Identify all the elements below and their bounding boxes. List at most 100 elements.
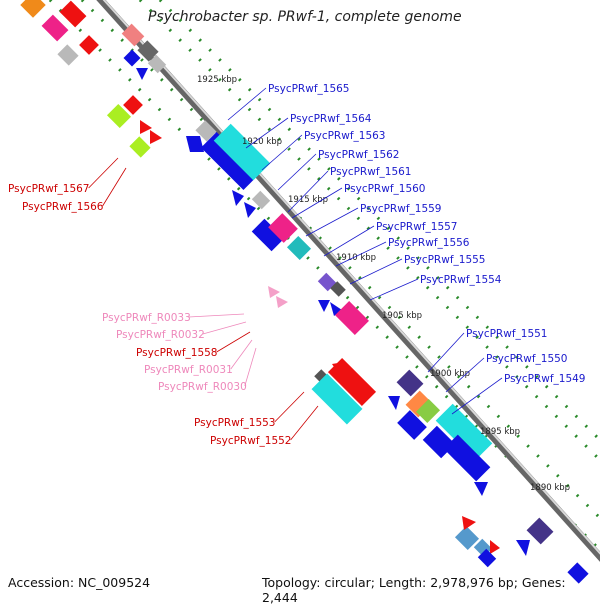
gene-label-forward[interactable]: PsycPRwf_1560 xyxy=(344,183,426,195)
gene[interactable] xyxy=(397,410,427,440)
gene-label-forward[interactable]: PsycPRwf_1549 xyxy=(504,373,586,385)
callout-line xyxy=(369,278,419,301)
gene[interactable] xyxy=(140,120,152,134)
gene-label-forward[interactable]: PsycPRwf_1557 xyxy=(376,221,458,233)
gene[interactable] xyxy=(526,517,554,545)
gene[interactable] xyxy=(415,398,441,424)
gene[interactable] xyxy=(567,562,589,584)
gene[interactable] xyxy=(474,482,488,496)
guide-track-2 xyxy=(79,0,600,521)
kbp-tick-label: 1895 kbp xyxy=(480,427,520,437)
gene[interactable] xyxy=(150,130,162,144)
gene-label-reverse[interactable]: PsycPRwf_1567 xyxy=(8,183,90,195)
gene[interactable] xyxy=(41,14,69,42)
topology-summary: Topology: circular; Length: 2,978,976 bp… xyxy=(262,575,566,605)
gene[interactable] xyxy=(251,218,285,252)
callout-line xyxy=(274,391,305,423)
gene-label-reverse[interactable]: PsycPRwf_1558 xyxy=(136,347,218,359)
gene-label-forward[interactable]: PsycPRwf_1555 xyxy=(404,254,486,266)
gene[interactable] xyxy=(137,40,159,62)
gene[interactable] xyxy=(454,525,480,551)
gene[interactable] xyxy=(244,202,256,218)
gene[interactable] xyxy=(213,123,271,181)
gene[interactable] xyxy=(327,357,377,407)
gene[interactable] xyxy=(251,190,271,210)
gene[interactable] xyxy=(516,540,530,556)
callout-line xyxy=(227,87,267,121)
gene-label-reverse[interactable]: PsycPRwf_R0030 xyxy=(158,381,247,393)
gene[interactable] xyxy=(388,396,400,410)
gene-label-forward[interactable]: PsycPRwf_1559 xyxy=(360,203,442,215)
gene[interactable] xyxy=(20,0,46,18)
gene[interactable] xyxy=(490,540,500,554)
gene-label-forward[interactable]: PsycPRwf_1561 xyxy=(330,166,412,178)
gene[interactable] xyxy=(462,516,476,530)
gene[interactable] xyxy=(232,190,244,206)
gene[interactable] xyxy=(106,103,132,129)
gene-label-forward[interactable]: PsycPRwf_1564 xyxy=(290,113,372,125)
backbone-highlight xyxy=(102,0,600,555)
guide-track-3 xyxy=(137,0,600,463)
gene-label-reverse[interactable]: PsycPRwf_1553 xyxy=(194,417,276,429)
gene-label-forward[interactable]: PsycPRwf_1550 xyxy=(486,353,568,365)
gene[interactable] xyxy=(136,68,148,80)
callout-line xyxy=(451,377,503,415)
gene[interactable] xyxy=(317,272,337,292)
gene-label-forward[interactable]: PsycPRwf_1565 xyxy=(268,83,350,95)
gene[interactable] xyxy=(57,44,79,66)
gene[interactable] xyxy=(311,373,363,425)
gene[interactable] xyxy=(268,213,298,243)
callout-line xyxy=(305,207,359,237)
gene[interactable] xyxy=(79,35,99,55)
rna-gene[interactable] xyxy=(276,296,288,308)
gene[interactable] xyxy=(121,23,145,47)
callout-line xyxy=(427,332,465,373)
callout-line xyxy=(102,167,127,207)
gene[interactable] xyxy=(195,120,217,142)
gene[interactable] xyxy=(405,390,433,418)
kbp-tick-label: 1900 kbp xyxy=(430,369,470,379)
gene-label-forward[interactable]: PsycPRwf_1562 xyxy=(318,149,400,161)
gene-label-reverse[interactable]: PsycPRwf_R0032 xyxy=(116,329,205,341)
gene-label-forward[interactable]: PsycPRwf_1551 xyxy=(466,328,548,340)
callout-line xyxy=(277,153,317,191)
gene[interactable] xyxy=(286,235,312,261)
kbp-tick-label: 1905 kbp xyxy=(382,311,422,321)
gene[interactable] xyxy=(123,95,143,115)
gene[interactable] xyxy=(129,136,151,158)
gene[interactable] xyxy=(147,54,167,74)
accession-label: Accession: NC_009524 xyxy=(8,575,151,590)
gene-label-forward[interactable]: PsycPRwf_1563 xyxy=(304,130,386,142)
gene[interactable] xyxy=(318,300,330,312)
callout-line xyxy=(216,331,251,353)
callout-line xyxy=(349,258,403,285)
callout-line xyxy=(245,117,289,149)
callout-line xyxy=(230,339,253,370)
gene[interactable] xyxy=(435,403,493,461)
kbp-tick-label: 1925 kbp xyxy=(197,75,237,85)
backbone xyxy=(96,0,600,562)
gene[interactable] xyxy=(477,548,497,568)
gene[interactable] xyxy=(335,301,369,335)
gene-label-reverse[interactable]: PsycPRwf_1566 xyxy=(22,201,104,213)
gene-label-reverse[interactable]: PsycPRwf_1552 xyxy=(210,435,292,447)
gene[interactable] xyxy=(396,369,424,397)
callout-line xyxy=(335,241,387,267)
gene-callouts: PsycPRwf_1565PsycPRwf_1564PsycPRwf_1563P… xyxy=(8,83,586,447)
gene-label-forward[interactable]: PsycPRwf_1554 xyxy=(420,274,502,286)
gene[interactable] xyxy=(59,0,87,28)
gene[interactable] xyxy=(123,49,141,67)
gene[interactable] xyxy=(186,136,204,152)
gene-label-forward[interactable]: PsycPRwf_1556 xyxy=(388,237,470,249)
map-title: Psychrobacter sp. PRwf-1, complete genom… xyxy=(148,9,462,25)
rna-gene[interactable] xyxy=(268,286,280,298)
gene[interactable] xyxy=(201,132,259,190)
gene[interactable] xyxy=(330,302,342,316)
gene[interactable] xyxy=(330,281,346,297)
gene-label-reverse[interactable]: PsycPRwf_R0031 xyxy=(144,364,233,376)
gene[interactable] xyxy=(443,434,491,482)
callout-line xyxy=(188,313,245,318)
gene-label-reverse[interactable]: PsycPRwf_R0033 xyxy=(102,312,191,324)
